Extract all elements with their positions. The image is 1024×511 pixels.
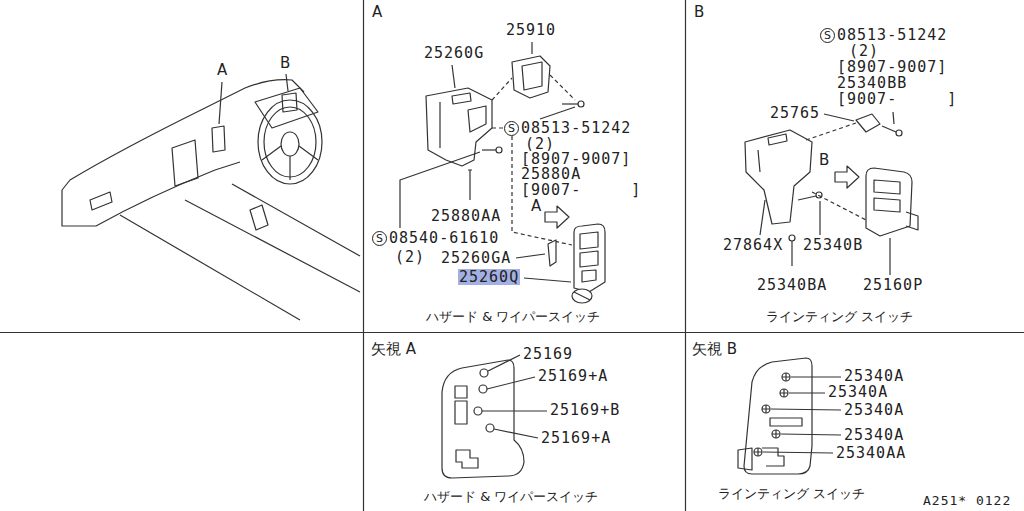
part-number: 25340BB [836, 75, 908, 91]
drawing-code: A251* 0122 [922, 493, 1012, 509]
part-number: 25340A [827, 384, 889, 400]
view-b-illustration [738, 358, 841, 474]
date-note: [9007- ] [520, 182, 642, 198]
part-number: 25340A [843, 427, 905, 443]
date-note: [9007- ] [836, 91, 958, 107]
panel-divider [0, 332, 1024, 333]
view-caption: ハザード & ワイパースイッチ [426, 308, 600, 325]
part-number: 25340B [802, 237, 864, 253]
panel-divider [685, 0, 686, 511]
part-number: 25765 [769, 105, 821, 121]
view-heading: B [694, 4, 704, 21]
date-note: [8907-9007] [836, 59, 948, 75]
part-number: 25340AA [835, 445, 907, 461]
date-note: (2) [394, 249, 426, 265]
part-number: 25260G [423, 45, 485, 61]
part-number: 25880AA [430, 208, 502, 224]
date-note: (2) [524, 136, 556, 152]
standard-part-mark: S [820, 28, 835, 43]
part-number: 25340BA [756, 277, 828, 293]
part-number: 25260GA [440, 250, 512, 266]
part-number: 25880A [520, 166, 582, 182]
part-number: 25169+B [549, 402, 621, 418]
part-number: 25169+A [540, 430, 612, 446]
hazard-wiper-switch-illustration [400, 42, 605, 303]
view-letter: A [216, 62, 228, 78]
part-number: 27864X [722, 237, 784, 253]
part-number: 08513-51242 [836, 27, 948, 43]
part-number: 25910 [505, 22, 557, 38]
part-number: 25169 [522, 346, 574, 362]
part-number: 08540-61610 [388, 230, 500, 246]
view-caption: ラインティング スイッチ [766, 308, 913, 325]
view-heading: A [372, 4, 382, 21]
part-number: 25260Q [458, 269, 520, 285]
standard-part-mark: S [372, 231, 387, 246]
view-letter: B [279, 55, 291, 71]
part-number: 25169+A [537, 368, 609, 384]
view-letter: A [530, 198, 542, 214]
view-heading: 矢視 A [371, 341, 416, 358]
view-caption: ハザード & ワイパースイッチ [424, 488, 598, 505]
view-letter: B [818, 152, 830, 168]
part-number: 25160P [862, 277, 924, 293]
standard-part-mark: S [504, 121, 519, 136]
date-note: [8907-9007] [520, 151, 632, 167]
date-note: (2) [848, 43, 880, 59]
view-heading: 矢視 B [692, 341, 737, 358]
view-panel: 矢視 B ラインティング スイッチ [686, 333, 1024, 511]
view-a-illustration [442, 355, 547, 478]
dashboard-illustration [62, 74, 360, 320]
view-caption: ラインティング スイッチ [718, 485, 865, 502]
part-number: 25340A [843, 402, 905, 418]
panel-divider [363, 0, 364, 511]
part-number: 08513-51242 [520, 120, 632, 136]
part-number: 25340A [843, 368, 905, 384]
